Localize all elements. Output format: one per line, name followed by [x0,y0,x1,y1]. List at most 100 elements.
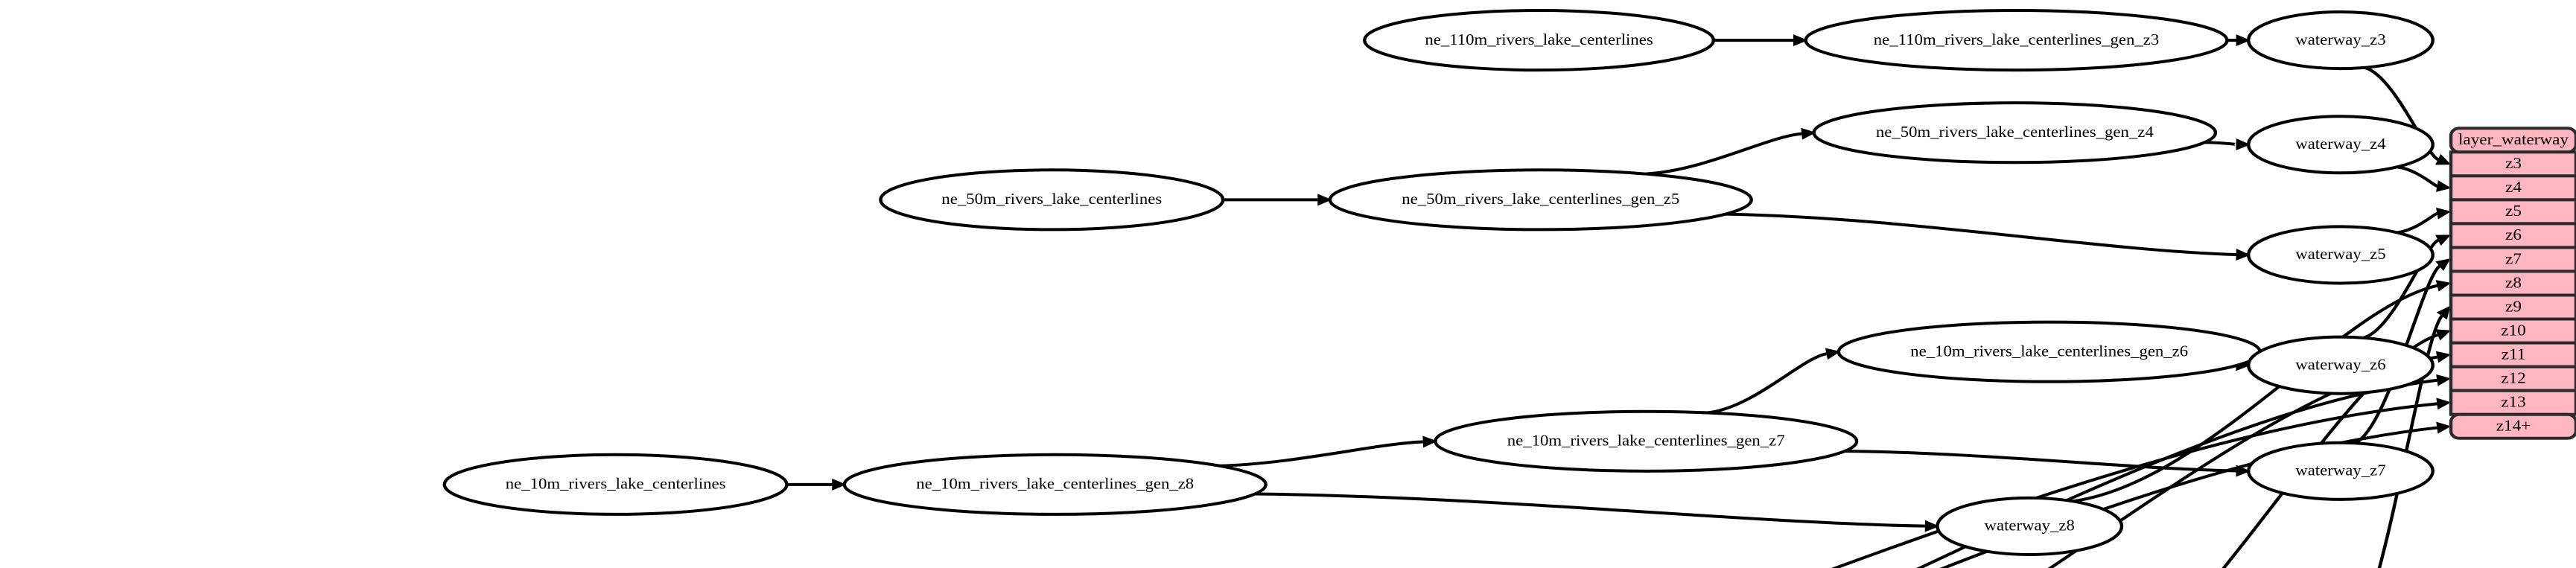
node-shape [1363,9,1716,72]
edge-ne_50m_rivers_lake_centerlines_gen_z5-to-ne_50m_rivers_lake_centerlines_gen_z4 [1645,127,1816,176]
edge-line [1645,132,1802,176]
arrow-head [2436,180,2452,192]
edge-ne_50m_rivers_lake_centerlines_gen_z4-to-waterway_z4 [2204,138,2251,150]
layer-table-row-label-z3: z3 [2505,154,2522,172]
arrow-head [1317,194,1332,206]
layer-table-row-z14+[interactable] [2449,412,2576,440]
node-shape [1804,9,2229,72]
node-label: ne_50m_rivers_lake_centerlines_gen_z5 [1402,191,1679,208]
node-shape [2246,225,2435,285]
layer-table-row-z10[interactable] [2449,317,2576,345]
arrow-head [2236,138,2251,150]
node-waterway_z6[interactable]: waterway_z6 [2246,335,2435,395]
node-waterway_z8[interactable]: waterway_z8 [1936,496,2124,556]
arrow-head [832,478,847,491]
edge-ne_50m_rivers_lake_centerlines_gen_z5-to-waterway_z5 [1725,212,2251,261]
node-waterway_z3[interactable]: waterway_z3 [2246,10,2435,71]
edge-line [1725,212,2236,256]
arrow-head [2435,234,2452,246]
layer-table-row-label-z7: z7 [2505,249,2522,267]
layer-table-row-label-z8: z8 [2505,273,2522,291]
layer-table-row-z7[interactable] [2449,246,2576,273]
edge-ne_10m_rivers_lake_centerlines-to-ne_10m_rivers_lake_centerlines_gen_z8 [786,478,847,491]
node-label: waterway_z8 [1985,517,2075,535]
edge-line [1255,492,1925,528]
layer-table-row-label-z14+: z14+ [2496,417,2531,435]
edge-waterway_z5-to-row-z5 [2397,207,2452,234]
arrow-head [2236,249,2251,261]
edge-line [2072,284,2438,503]
node-label: ne_10m_rivers_lake_centerlines [506,476,726,493]
node-label: ne_110m_rivers_lake_centerlines [1425,31,1653,48]
arrow-head [1801,127,1816,140]
edge-line [1219,440,1423,468]
edge-line [2362,239,2440,339]
node-label: ne_10m_rivers_lake_centerlines_gen_z8 [916,476,1194,493]
node-ne_110m_rivers_lake_centerlines[interactable]: ne_110m_rivers_lake_centerlines [1363,9,1716,72]
arrow-head [1793,34,1808,47]
node-ne_10m_rivers_lake_centerlines_gen_z7[interactable]: ne_10m_rivers_lake_centerlines_gen_z7 [1434,409,1859,473]
node-label: waterway_z6 [2295,356,2385,373]
layer-table-row-label-z6: z6 [2505,226,2522,243]
edge-line [1831,402,2437,568]
edge-line [1845,449,2236,473]
node-shape [1434,409,1859,473]
arrow-head [2436,421,2452,434]
layer-table-row-label-z10: z10 [2501,321,2525,339]
node-shape [879,168,1225,232]
layer-table-row-label-z9: z9 [2505,297,2522,315]
arrow-head [2435,280,2452,292]
node-waterway_z7[interactable]: waterway_z7 [2246,441,2435,501]
arrow-head [2436,398,2452,410]
node-label: ne_10m_rivers_lake_centerlines_gen_z6 [1910,342,2188,360]
edge-ne_10m_rivers_lake_centerlines_gen_z8-to-ne_10m_rivers_lake_centerlines_gen_z7 [1219,435,1437,468]
node-ne_50m_rivers_lake_centerlines[interactable]: ne_50m_rivers_lake_centerlines [879,168,1225,232]
layer-table-row-z3[interactable] [2449,150,2576,178]
edge-ne_110m_rivers_lake_centerlines_gen_z3-to-waterway_z3 [2227,34,2251,47]
node-ne_10m_rivers_lake_centerlines_gen_z6[interactable]: ne_10m_rivers_lake_centerlines_gen_z6 [1836,320,2262,383]
arrow-head [1924,520,1940,532]
edge-line [1707,352,1828,415]
node-label: waterway_z7 [2295,462,2385,479]
layer-table-header-label: layer_waterway [2458,130,2569,148]
node-shape [1328,168,1753,232]
node-label: ne_50m_rivers_lake_centerlines_gen_z4 [1876,124,2154,141]
node-ne_10m_rivers_lake_centerlines_gen_z8[interactable]: ne_10m_rivers_lake_centerlines_gen_z8 [842,453,1268,516]
node-layer: imposm3osm_waterway_linestringosm_import… [442,9,2435,556]
node-waterway_z5[interactable]: waterway_z5 [2246,225,2435,285]
edge-waterway_z12-to-row-z12 [1916,374,2452,568]
layer-table-row-label-z4: z4 [2505,178,2522,196]
layer-table-row-z6[interactable] [2449,222,2576,249]
layer-waterway-table: layer_waterwayz3z4z5z6z7z8z9z10z11z12z13… [2449,127,2576,440]
edge-waterway_z14-to-row-z14+ [1939,421,2452,568]
node-ne_110m_rivers_lake_centerlines_gen_z3[interactable]: ne_110m_rivers_lake_centerlines_gen_z3 [1804,9,2229,72]
node-shape [2246,441,2435,501]
layer-table-row-z5[interactable] [2449,198,2576,226]
node-ne_50m_rivers_lake_centerlines_gen_z4[interactable]: ne_50m_rivers_lake_centerlines_gen_z4 [1812,101,2218,165]
node-shape [842,453,1268,516]
node-shape [1812,101,2218,165]
node-shape [2246,10,2435,71]
edge-waterway_z6-to-row-z6 [2362,234,2452,339]
layer-table-row-label-z13: z13 [2501,393,2525,411]
node-label: ne_110m_rivers_lake_centerlines_gen_z3 [1874,31,2160,48]
node-waterway_z4[interactable]: waterway_z4 [2246,115,2435,175]
edge-ne_10m_rivers_lake_centerlines_gen_z8-to-waterway_z8 [1255,492,1940,532]
arrow-head [2435,351,2452,363]
arrow-head [2435,329,2452,341]
edge-ne_50m_rivers_lake_centerlines-to-ne_50m_rivers_lake_centerlines_gen_z5 [1223,194,1332,206]
node-label: waterway_z4 [2295,135,2385,153]
arrow-head [2436,207,2452,220]
edge-waterway_z3-to-row-z3 [2364,66,2452,165]
edge-waterway_z8-to-row-z8 [2072,280,2452,503]
node-shape [2246,335,2435,395]
node-ne_10m_rivers_lake_centerlines[interactable]: ne_10m_rivers_lake_centerlines [442,453,789,516]
arrow-head [2436,374,2452,386]
node-ne_50m_rivers_lake_centerlines_gen_z5[interactable]: ne_50m_rivers_lake_centerlines_gen_z5 [1328,168,1753,232]
edge-line [2204,141,2238,146]
node-shape [442,453,789,516]
layer-table-row-z11[interactable] [2449,341,2576,368]
layer-table-row-z4[interactable] [2449,174,2576,202]
